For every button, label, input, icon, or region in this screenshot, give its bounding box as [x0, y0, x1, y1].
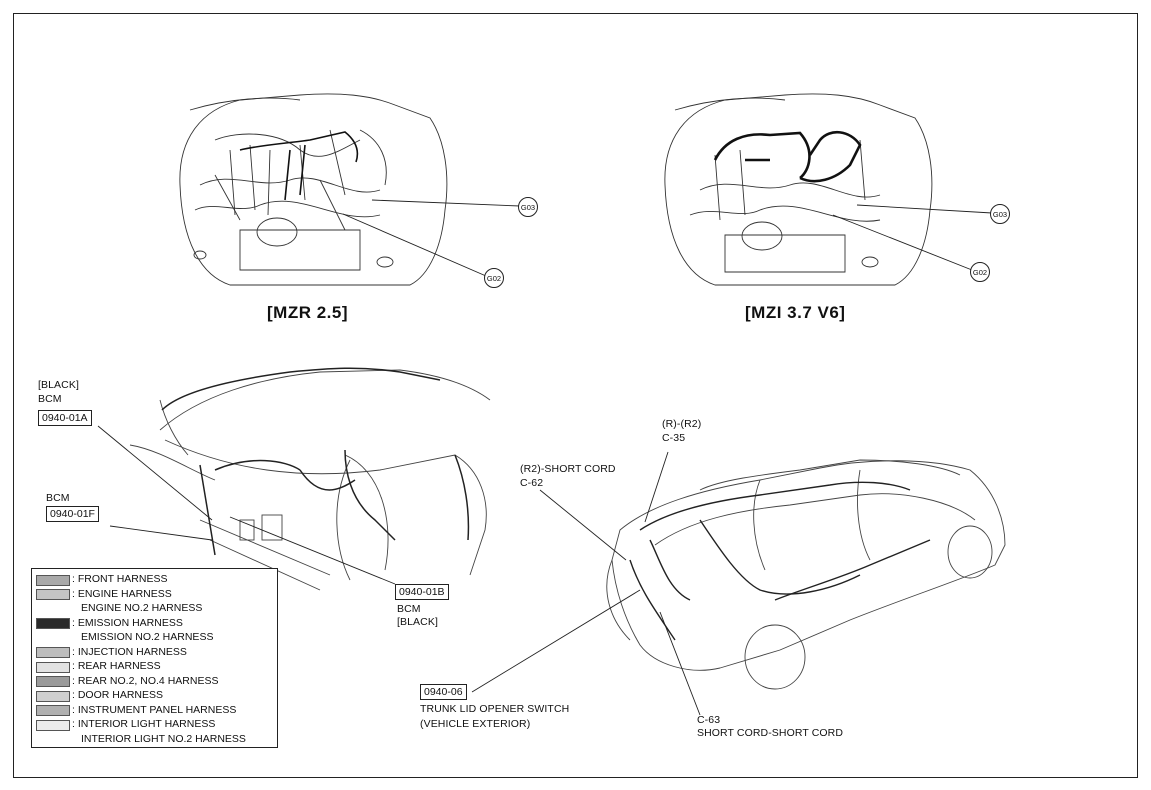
sedan-body-drawing — [606, 459, 1006, 690]
engine-bay-mzr-drawing — [179, 93, 448, 286]
ground-leaders-mzr — [342, 199, 521, 277]
caption-mzi: [MZI 3.7 V6] — [745, 303, 846, 322]
bcm-f-name: BCM — [46, 492, 70, 504]
legend-item: INTERIOR LIGHT NO.2 HARNESS — [81, 732, 246, 745]
legend-item: : EMISSION HARNESS — [72, 616, 183, 629]
legend-swatch — [36, 618, 70, 629]
legend-item: : FRONT HARNESS — [72, 573, 168, 585]
legend-item: : DOOR HARNESS — [72, 689, 164, 701]
c63-type: SHORT CORD-SHORT CORD — [697, 727, 844, 739]
bcm-b-color: [BLACK] — [397, 616, 438, 628]
legend-item: : INTERIOR LIGHT HARNESS — [72, 718, 216, 730]
legend-swatch — [36, 589, 70, 600]
legend-item: : ENGINE HARNESS — [72, 587, 172, 600]
caption-mzr: [MZR 2.5] — [267, 303, 348, 322]
legend-swatch — [36, 705, 70, 716]
legend-item: : REAR HARNESS — [72, 660, 161, 672]
connector-0940-01b: 0940-01B — [395, 584, 449, 600]
legend-swatch — [36, 690, 70, 702]
c62-code: C-62 — [520, 477, 544, 489]
connector-0940-01f: 0940-01F — [46, 506, 99, 522]
legend-swatch — [36, 574, 70, 586]
trunk-switch-location: (VEHICLE EXTERIOR) — [420, 718, 531, 730]
legend-swatch — [36, 676, 70, 687]
rear-harness — [629, 481, 931, 641]
trunk-switch-name: TRUNK LID OPENER SWITCH — [420, 703, 570, 715]
legend-item: : INSTRUMENT PANEL HARNESS — [72, 703, 237, 716]
harness-legend: : FRONT HARNESS : ENGINE HARNESS ENGINE NO… — [31, 568, 278, 748]
legend-swatch — [36, 719, 70, 731]
ground-g03-mzi: G03 — [990, 204, 1010, 224]
legend-item: : INJECTION HARNESS — [72, 645, 187, 658]
c35-code: C-35 — [662, 432, 686, 444]
engine-bay-mzi-drawing — [664, 93, 933, 286]
connector-0940-01a: 0940-01A — [38, 410, 92, 426]
connector-0940-06: 0940-06 — [420, 684, 467, 700]
diagram-frame — [13, 13, 1138, 778]
ground-g03-mzr: G03 — [518, 197, 538, 217]
legend-item: EMISSION NO.2 HARNESS — [81, 631, 214, 643]
sedan-leaders — [471, 451, 701, 716]
bcm-a-name: BCM — [38, 393, 62, 405]
ground-leaders-mzi — [832, 204, 993, 271]
legend-swatch — [36, 647, 70, 658]
bcm-a-color: [BLACK] — [38, 379, 79, 391]
legend-item: ENGINE NO.2 HARNESS — [81, 602, 203, 614]
bcm-leaders — [97, 425, 396, 585]
c62-type: (R2)-SHORT CORD — [520, 463, 616, 475]
ground-g02-mzi: G02 — [970, 262, 990, 282]
dashboard-drawing — [129, 369, 491, 591]
legend-item: : REAR NO.2, NO.4 HARNESS — [72, 674, 219, 687]
c35-type: (R)-(R2) — [662, 418, 702, 430]
emission-harness-mzi — [713, 131, 862, 183]
instrument-panel-harness — [161, 367, 470, 556]
bcm-b-name: BCM — [397, 603, 421, 615]
legend-swatch — [36, 661, 70, 673]
ground-g02-mzr: G02 — [484, 268, 504, 288]
c63-code: C-63 — [697, 714, 721, 726]
engine-harness-mzr — [239, 131, 359, 201]
